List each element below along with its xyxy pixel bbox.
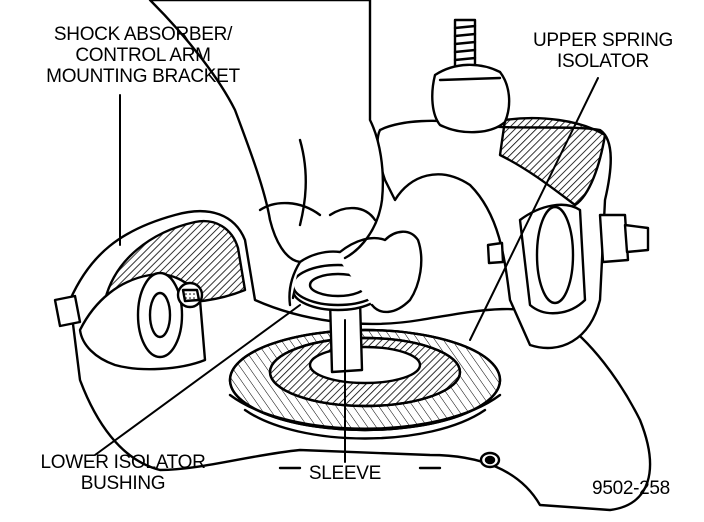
- label-lower-isolator-bushing: LOWER ISOLATOR BUSHING: [28, 452, 218, 494]
- label-line: MOUNTING BRACKET: [46, 66, 240, 87]
- label-line: LOWER ISOLATOR: [40, 452, 206, 473]
- label-upper-spring-isolator: UPPER SPRING ISOLATOR: [528, 30, 678, 72]
- label-shock-absorber-bracket: SHOCK ABSORBER/ CONTROL ARM MOUNTING BRA…: [38, 24, 248, 87]
- upper-isolator-hatch: [498, 116, 607, 207]
- label-line: SHOCK ABSORBER/: [53, 24, 233, 45]
- label-line: ISOLATOR: [557, 51, 649, 72]
- label-line: BUSHING: [80, 473, 166, 494]
- leader-lower-bushing: [94, 304, 301, 456]
- hand: [148, 0, 423, 314]
- label-line: UPPER SPRING: [533, 30, 673, 51]
- leader-upper-isolator: [469, 77, 599, 341]
- figure-id-text: 9502-258: [592, 478, 670, 499]
- label-line: SLEEVE: [308, 463, 382, 484]
- figure-number: 9502-258: [572, 478, 690, 499]
- label-line: CONTROL ARM: [75, 45, 211, 66]
- label-sleeve: SLEEVE: [300, 463, 390, 484]
